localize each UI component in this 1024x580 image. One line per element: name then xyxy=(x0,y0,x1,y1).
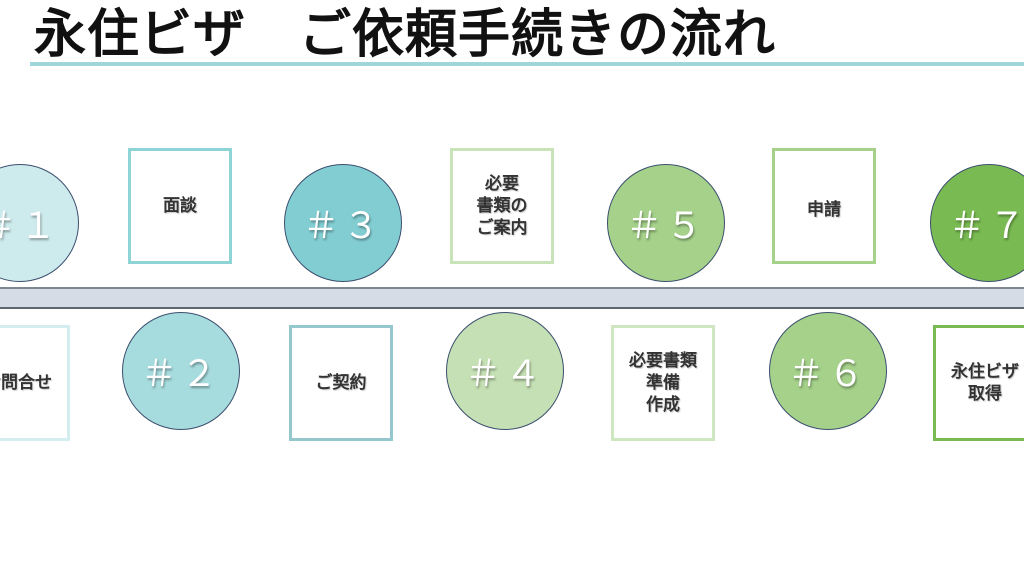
inquiry-text: お問合せ xyxy=(0,373,52,393)
guide-text-3: ご案内 xyxy=(476,218,528,238)
step-box-contract: ご契約 xyxy=(289,325,393,441)
title-underline xyxy=(30,62,1024,66)
prep-text-2: 準備 xyxy=(646,373,680,393)
step-box-document-guide: 必要書類のご案内 xyxy=(450,148,554,264)
step-2-circle: ＃２ xyxy=(122,312,240,430)
step-4-label: ＃４ xyxy=(464,354,545,395)
step-box-inquiry: お問合せ xyxy=(0,325,70,441)
step-6-circle: ＃６ xyxy=(769,312,887,430)
step-box-interview: 面談 xyxy=(128,148,232,264)
step-7-circle: ＃７ xyxy=(930,164,1024,282)
timeline-band xyxy=(0,287,1024,309)
prep-text-1: 必要書類 xyxy=(629,351,697,371)
guide-text-1: 必要 xyxy=(485,174,519,194)
step-5-circle: ＃５ xyxy=(607,164,725,282)
step-2-label: ＃２ xyxy=(140,354,221,395)
step-7-label: ＃７ xyxy=(948,206,1024,247)
get-text-1: 永住ビザ xyxy=(951,362,1019,382)
prep-text-3: 作成 xyxy=(646,395,680,415)
get-text-2: 取得 xyxy=(968,384,1002,404)
contract-text: ご契約 xyxy=(315,373,367,393)
guide-text-2: 書類の xyxy=(476,196,528,216)
apply-text: 申請 xyxy=(807,200,841,220)
interview-text: 面談 xyxy=(163,196,197,216)
step-box-document-prep: 必要書類準備作成 xyxy=(611,325,715,441)
step-6-label: ＃６ xyxy=(787,354,868,395)
step-1-circle: ＃１ xyxy=(0,164,79,282)
step-4-circle: ＃４ xyxy=(446,312,564,430)
step-box-visa-obtained: 永住ビザ取得 xyxy=(933,325,1024,441)
step-3-circle: ＃３ xyxy=(284,164,402,282)
step-3-label: ＃３ xyxy=(302,206,383,247)
page-title: 永住ビザ ご依頼手続きの流れ xyxy=(34,5,777,65)
step-1-label: ＃１ xyxy=(0,206,60,247)
step-box-apply: 申請 xyxy=(772,148,876,264)
step-5-label: ＃５ xyxy=(625,206,706,247)
